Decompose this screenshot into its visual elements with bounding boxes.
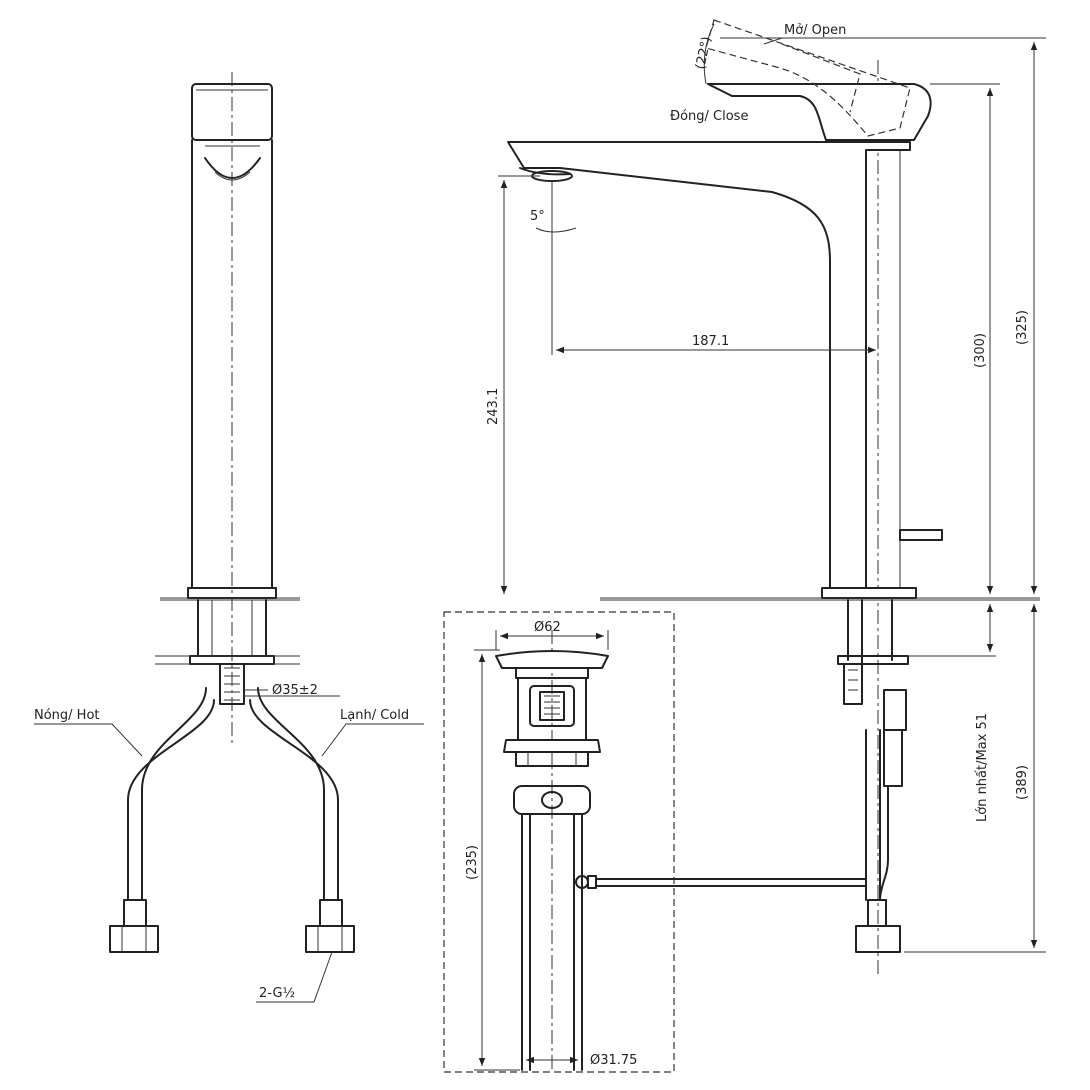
front-handle	[191, 83, 273, 141]
waste-cap-diameter-dim: Ø62	[534, 620, 561, 635]
lever-angle-dim: (22°)	[693, 35, 715, 71]
hot-label: Nóng/ Hot	[34, 708, 100, 723]
max-height-label: Lớn nhất/Max 51	[975, 713, 990, 822]
front-nut	[219, 663, 245, 705]
cold-connector	[305, 925, 355, 953]
popup-knob	[899, 529, 943, 541]
cold-hose	[249, 687, 339, 901]
front-shank	[197, 599, 267, 657]
side-base	[821, 587, 917, 599]
waste-length-dim: (235)	[465, 845, 480, 880]
waste-tube	[521, 813, 583, 1071]
handle-open	[705, 19, 911, 137]
hot-hose	[127, 687, 215, 901]
body-height-dim: (300)	[973, 333, 988, 368]
spout-angle-dim: 5°	[530, 209, 545, 224]
handle-close	[707, 83, 932, 141]
close-label: Đóng/ Close	[670, 109, 748, 124]
spout-reach-dim: 187.1	[692, 334, 729, 349]
spout-height-dim: 243.1	[486, 388, 501, 425]
front-view: Ø35±2 Nóng/ Hot Lạnh/ Cold 2-G½	[34, 72, 424, 1003]
waste-detail-box	[443, 611, 675, 1073]
open-label: Mở/ Open	[784, 23, 846, 38]
spout	[507, 141, 911, 589]
waste-cap	[495, 650, 609, 669]
side-connector	[855, 925, 901, 953]
waste-body	[517, 677, 587, 741]
popup-waste: Ø62 (235) Ø31.75	[443, 611, 867, 1073]
thread-label: 2-G½	[259, 986, 295, 1001]
side-hose	[865, 729, 889, 901]
side-nut	[843, 663, 863, 705]
supply-length-dim: (389)	[1015, 765, 1030, 800]
waste-pipe-diameter-dim: Ø31.75	[590, 1053, 637, 1068]
hot-connector	[109, 925, 159, 953]
side-view: (22°) Mở/ Open Đóng/ Close 5° 187.1 243.…	[486, 19, 1046, 975]
waste-nut	[513, 785, 591, 815]
total-height-dim: (325)	[1015, 310, 1030, 345]
cold-label: Lạnh/ Cold	[340, 708, 409, 723]
popup-rod	[595, 878, 867, 887]
mount-hole-dim: Ø35±2	[272, 683, 318, 698]
